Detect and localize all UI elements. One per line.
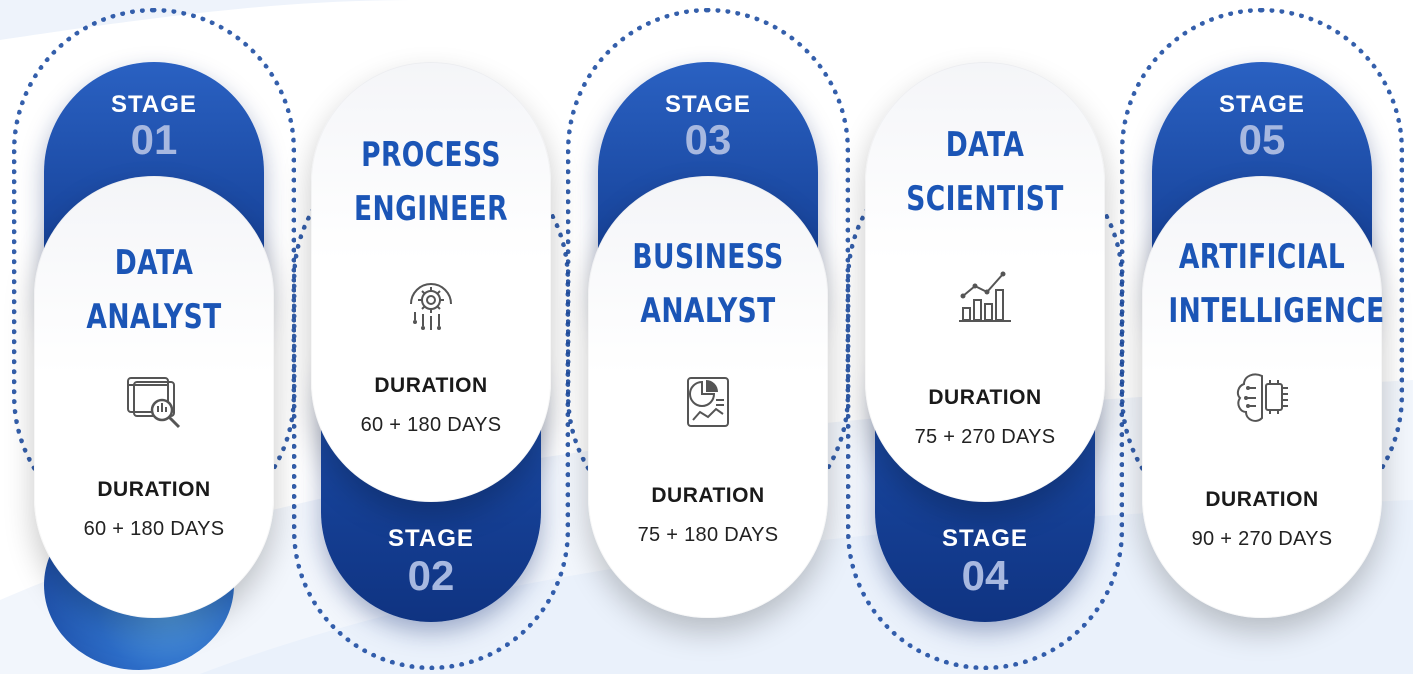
stage-number: 05 bbox=[1238, 116, 1286, 163]
role-card: DATA SCIENTIST DURATION 75 + 270 DAYS bbox=[865, 62, 1105, 502]
stage-label: STAGE bbox=[942, 525, 1028, 552]
role-title-line2: ANALYST bbox=[640, 291, 776, 331]
stage-card-4: DATA SCIENTIST DURATION 75 + 270 DAYS ST… bbox=[865, 62, 1105, 622]
growth-chart-icon bbox=[959, 271, 1011, 322]
role-card: DATA ANALYST DURATION 60 + 180 DAYS bbox=[34, 176, 274, 618]
stage-card-3: STAGE 03 BUSINESS ANALYST DURATION 75 + … bbox=[588, 62, 828, 622]
duration-value: 75 + 270 DAYS bbox=[914, 426, 1056, 448]
stage-label: STAGE bbox=[388, 525, 474, 552]
role-title-line2: SCIENTIST bbox=[906, 179, 1064, 219]
stage-card-1: STAGE 01 DATA ANALYST DURATION 60 + 180 … bbox=[34, 62, 274, 622]
stage-number: 04 bbox=[961, 552, 1009, 599]
role-card: BUSINESS ANALYST DURATION 75 + 180 DAYS bbox=[588, 176, 828, 618]
duration-label: DURATION bbox=[374, 374, 488, 397]
stage-label: STAGE bbox=[1219, 91, 1305, 118]
role-title-line2: INTELLIGENCE bbox=[1168, 291, 1385, 331]
stage-number: 01 bbox=[130, 116, 178, 163]
data-analysis-magnifier-icon bbox=[127, 377, 181, 429]
duration-label: DURATION bbox=[928, 386, 1042, 409]
duration-label: DURATION bbox=[1205, 488, 1319, 511]
role-title-line2: ENGINEER bbox=[354, 189, 508, 229]
role-title-line1: DATA bbox=[945, 125, 1025, 165]
ai-brain-chip-icon bbox=[1236, 373, 1288, 422]
duration-value: 60 + 180 DAYS bbox=[83, 518, 225, 540]
duration-value: 90 + 270 DAYS bbox=[1191, 528, 1333, 550]
stage-card-5: STAGE 05 ARTIFICIAL INTELLIGENCE DURATIO… bbox=[1142, 62, 1385, 622]
duration-label: DURATION bbox=[97, 478, 211, 501]
role-card: PROCESS ENGINEER DURATION 60 + 180 DAYS bbox=[311, 62, 551, 502]
stage-card-2: PROCESS ENGINEER DURATION 60 + 180 DAYS … bbox=[311, 62, 551, 622]
role-title-line1: BUSINESS bbox=[632, 237, 784, 277]
stage-label: STAGE bbox=[111, 91, 197, 118]
duration-value: 60 + 180 DAYS bbox=[360, 414, 502, 436]
role-title-line1: DATA bbox=[114, 243, 194, 283]
duration-label: DURATION bbox=[651, 484, 765, 507]
role-title-line1: ARTIFICIAL bbox=[1178, 237, 1346, 277]
role-card: ARTIFICIAL INTELLIGENCE DURATION 90 + 27… bbox=[1142, 176, 1385, 618]
role-title-line1: PROCESS bbox=[361, 135, 501, 175]
duration-value: 75 + 180 DAYS bbox=[637, 524, 779, 546]
gear-circuit-icon bbox=[410, 283, 452, 330]
stage-label: STAGE bbox=[665, 91, 751, 118]
business-report-icon bbox=[687, 377, 729, 427]
role-title-line2: ANALYST bbox=[86, 297, 222, 337]
stage-number: 03 bbox=[684, 116, 732, 163]
stage-number: 02 bbox=[407, 552, 455, 599]
